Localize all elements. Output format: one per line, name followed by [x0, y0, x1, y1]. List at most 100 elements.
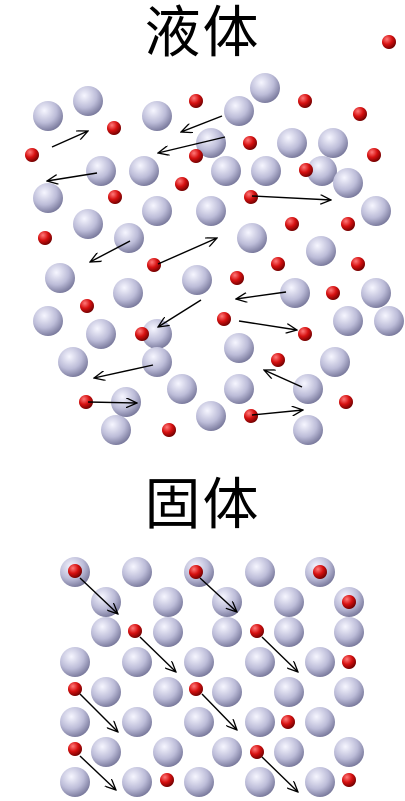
- small-particle: [299, 163, 313, 177]
- large-particle: [184, 707, 214, 737]
- large-particle: [224, 374, 254, 404]
- small-particle: [162, 423, 176, 437]
- small-particle: [79, 395, 93, 409]
- motion-arrow: [199, 577, 237, 612]
- motion-arrow: [261, 756, 298, 792]
- motion-arrow: [251, 196, 331, 200]
- large-particle: [334, 617, 364, 647]
- large-particle: [305, 707, 335, 737]
- large-particle: [320, 347, 350, 377]
- large-particle: [113, 278, 143, 308]
- large-particle: [361, 278, 391, 308]
- motion-arrow: [264, 370, 303, 388]
- large-particle: [33, 101, 63, 131]
- small-particle: [160, 773, 174, 787]
- large-particle: [60, 647, 90, 677]
- large-particle: [122, 647, 152, 677]
- large-particle: [129, 156, 159, 186]
- motion-arrow: [261, 636, 298, 672]
- large-particle: [91, 737, 121, 767]
- large-particle: [184, 767, 214, 797]
- large-particle: [318, 128, 348, 158]
- small-particle: [175, 177, 189, 191]
- large-particle: [114, 223, 144, 253]
- motion-arrow: [79, 577, 118, 614]
- large-particle: [142, 101, 172, 131]
- large-particle: [224, 333, 254, 363]
- small-particle: [244, 409, 258, 423]
- large-particle: [58, 347, 88, 377]
- large-particle: [33, 183, 63, 213]
- large-particle: [334, 737, 364, 767]
- large-particle: [91, 677, 121, 707]
- small-particle: [38, 231, 52, 245]
- small-particle: [217, 312, 231, 326]
- large-particle: [237, 223, 267, 253]
- large-particle: [277, 128, 307, 158]
- large-particle: [60, 767, 90, 797]
- motion-arrow: [47, 172, 98, 181]
- large-particle: [167, 374, 197, 404]
- small-particle: [189, 682, 203, 696]
- large-particle: [306, 236, 336, 266]
- large-particle: [142, 347, 172, 377]
- small-particle: [230, 271, 244, 285]
- large-particle: [361, 196, 391, 226]
- large-particle: [196, 401, 226, 431]
- small-particle: [244, 190, 258, 204]
- large-particle: [86, 319, 116, 349]
- large-particle: [122, 557, 152, 587]
- liquid-title: 液体: [144, 1, 261, 66]
- small-particle: [80, 299, 94, 313]
- large-particle: [142, 196, 172, 226]
- large-particle: [153, 737, 183, 767]
- large-particle: [280, 278, 310, 308]
- small-particle: [189, 94, 203, 108]
- large-particle: [224, 96, 254, 126]
- motion-arrow: [79, 693, 118, 732]
- small-particle: [147, 258, 161, 272]
- large-particle: [212, 737, 242, 767]
- small-particle: [367, 148, 381, 162]
- large-particle: [122, 707, 152, 737]
- large-particle: [333, 306, 363, 336]
- large-particle: [245, 557, 275, 587]
- large-particle: [153, 677, 183, 707]
- large-particle: [184, 647, 214, 677]
- motion-arrow: [158, 136, 226, 153]
- motion-arrow: [139, 636, 176, 672]
- small-particle: [250, 745, 264, 759]
- large-particle: [91, 617, 121, 647]
- small-particle: [189, 149, 203, 163]
- motion-arrow: [181, 115, 223, 132]
- large-particle: [274, 737, 304, 767]
- small-particle: [339, 395, 353, 409]
- large-particle: [333, 168, 363, 198]
- large-particle: [211, 156, 241, 186]
- small-particle: [189, 565, 203, 579]
- large-particle: [250, 73, 280, 103]
- small-particle: [25, 148, 39, 162]
- small-particle: [382, 35, 396, 49]
- small-particle: [351, 257, 365, 271]
- motion-arrow: [238, 320, 297, 330]
- large-particle: [293, 374, 323, 404]
- large-particle: [153, 587, 183, 617]
- large-particle: [293, 415, 323, 445]
- small-particle: [342, 595, 356, 609]
- small-particle: [108, 190, 122, 204]
- large-particle: [245, 707, 275, 737]
- small-particle: [342, 655, 356, 669]
- large-particle: [274, 617, 304, 647]
- large-particle: [212, 617, 242, 647]
- small-particle: [250, 624, 264, 638]
- motion-arrow: [157, 238, 217, 265]
- large-particle: [245, 767, 275, 797]
- large-particle: [274, 587, 304, 617]
- motion-arrow: [158, 299, 202, 327]
- small-particle: [68, 682, 82, 696]
- small-particle: [313, 565, 327, 579]
- motion-arrow: [51, 131, 88, 148]
- large-particle: [101, 415, 131, 445]
- large-particle: [73, 86, 103, 116]
